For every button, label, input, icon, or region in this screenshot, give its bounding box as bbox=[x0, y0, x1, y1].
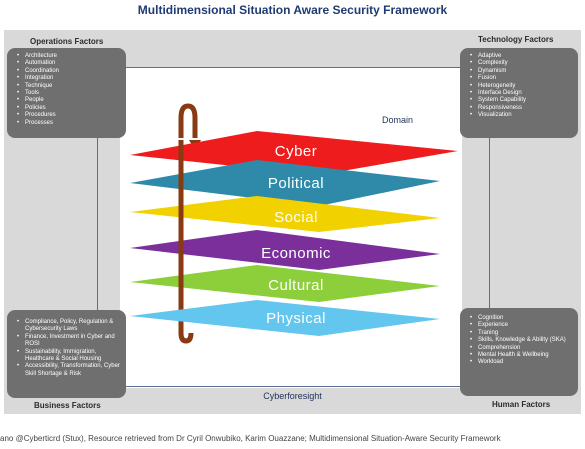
list-item: People bbox=[17, 97, 122, 105]
list-item: Finance, Investment in Cyber and ROSI bbox=[17, 334, 122, 349]
business-factors-title: Business Factors bbox=[34, 401, 101, 410]
list-item: Tools bbox=[17, 90, 122, 98]
layer-label-economic: Economic bbox=[261, 245, 331, 262]
list-item: Architecture bbox=[17, 53, 122, 61]
cyberforesight-label: Cyberforesight bbox=[263, 391, 322, 401]
list-item: Complexity bbox=[470, 60, 574, 68]
list-item: Sustainability, Immigration, Healthcare … bbox=[17, 349, 122, 364]
layer-economic bbox=[130, 230, 440, 270]
human-factors-box: Cognition Experience Traning Skills, Kno… bbox=[460, 308, 578, 396]
loop-arrow-return-path bbox=[178, 298, 194, 344]
list-item: Dynamism bbox=[470, 68, 574, 76]
operations-factors-list: Architecture Automation Coordination Int… bbox=[7, 48, 126, 127]
layer-label-cultural: Cultural bbox=[268, 277, 324, 294]
list-item: Workload bbox=[470, 359, 574, 367]
list-item: Heterogeneity bbox=[470, 83, 574, 91]
list-item: Compliance, Policy, Regulation & Cyberse… bbox=[17, 319, 122, 334]
list-item: Procedures bbox=[17, 112, 122, 120]
list-item: Visualization bbox=[470, 112, 574, 120]
business-factors-box: Compliance, Policy, Regulation & Cyberse… bbox=[7, 310, 126, 398]
source-credit: ano @Cyberticrd (Stux), Resource retriev… bbox=[0, 434, 501, 443]
list-item: Processes bbox=[17, 120, 122, 128]
layer-label-political: Political bbox=[267, 175, 325, 192]
technology-factors-box: Adaptive Complexity Dynamism Fusion Hete… bbox=[460, 48, 578, 138]
list-item: Adaptive bbox=[470, 53, 574, 61]
operations-factors-title: Operations Factors bbox=[30, 37, 104, 46]
layer-label-social: Social bbox=[274, 209, 318, 226]
layer-cultural bbox=[130, 265, 440, 302]
layer-political bbox=[130, 160, 440, 206]
connector-top bbox=[126, 67, 460, 68]
list-item: Experience bbox=[470, 322, 574, 330]
layer-label-physical: Physical bbox=[266, 310, 326, 327]
list-item: Technique bbox=[17, 83, 122, 91]
list-item: Policies bbox=[17, 105, 122, 113]
layer-social bbox=[130, 196, 440, 232]
business-factors-list: Compliance, Policy, Regulation & Cyberse… bbox=[7, 310, 126, 378]
list-item: Automation bbox=[17, 60, 122, 68]
connector-bottom bbox=[126, 386, 460, 387]
list-item: Traning bbox=[470, 330, 574, 338]
list-item: Mental Health & Wellbeing bbox=[470, 352, 574, 360]
connector-right bbox=[489, 138, 490, 310]
list-item: Accessibility, Transformation, Cyber Ski… bbox=[17, 363, 122, 378]
list-item: Fusion bbox=[470, 75, 574, 83]
list-item: Skills, Knowledge & Ability (SKA) bbox=[470, 337, 574, 345]
list-item: Interface Design bbox=[470, 90, 574, 98]
layer-physical bbox=[130, 300, 440, 336]
diagram-title: Multidimensional Situation Aware Securit… bbox=[137, 3, 448, 17]
technology-factors-title: Technology Factors bbox=[478, 35, 554, 44]
list-item: Comprehension bbox=[470, 345, 574, 353]
human-factors-list: Cognition Experience Traning Skills, Kno… bbox=[460, 308, 578, 367]
list-item: Cognition bbox=[470, 315, 574, 323]
human-factors-title: Human Factors bbox=[492, 400, 551, 409]
list-item: System Capability bbox=[470, 97, 574, 105]
list-item: Coordination bbox=[17, 68, 122, 76]
layer-label-cyber: Cyber bbox=[274, 143, 318, 160]
layer-cyber bbox=[130, 131, 458, 175]
technology-factors-list: Adaptive Complexity Dynamism Fusion Hete… bbox=[460, 48, 578, 120]
operations-factors-box: Architecture Automation Coordination Int… bbox=[7, 48, 126, 138]
loop-arrow-path bbox=[178, 103, 198, 138]
domain-label: Domain bbox=[382, 115, 414, 125]
connector-left bbox=[97, 138, 98, 310]
list-item: Responsiveness bbox=[470, 105, 574, 113]
list-item: Integration bbox=[17, 75, 122, 83]
